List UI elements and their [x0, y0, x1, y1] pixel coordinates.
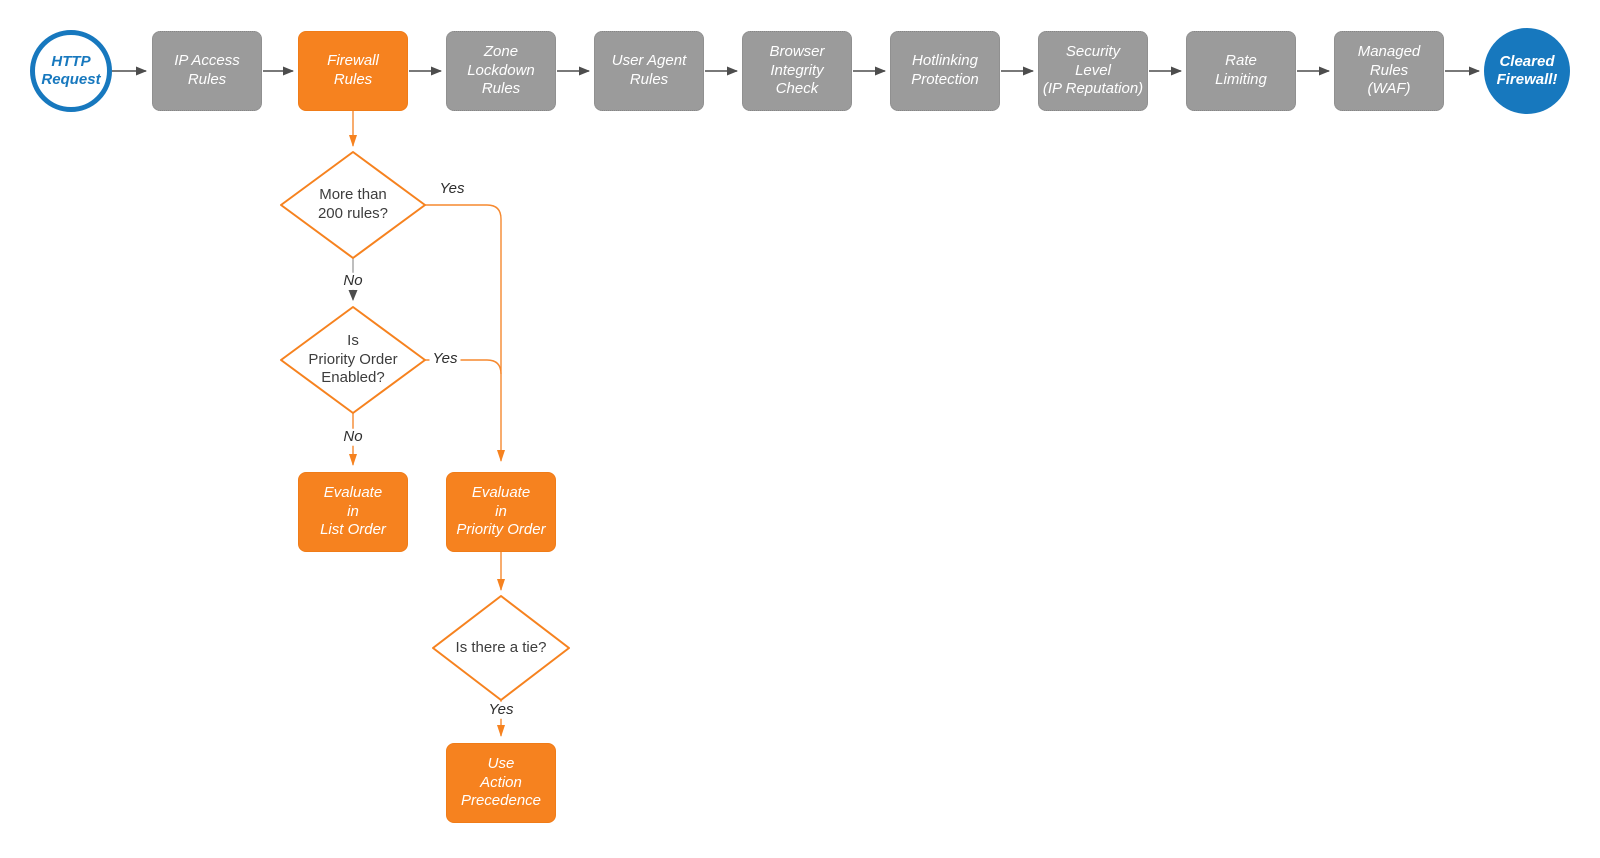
- node-rate-limiting-label: Rate Limiting: [1215, 52, 1267, 88]
- node-browser-integrity-check: Browser Integrity Check: [742, 31, 852, 111]
- edge-label-decision1-yes: Yes: [436, 180, 468, 198]
- edge-decision1-yes-to-priority: [425, 204, 505, 462]
- node-http-request: HTTP Request: [30, 30, 112, 112]
- node-security-level: Security Level (IP Reputation): [1038, 31, 1148, 111]
- node-http-request-label: HTTP Request: [41, 53, 101, 88]
- node-rate-limiting: Rate Limiting: [1186, 31, 1296, 111]
- node-use-action-precedence: Use Action Precedence: [446, 743, 556, 823]
- edge-label-decision3-yes: Yes: [485, 701, 517, 719]
- node-evaluate-priority-order-label: Evaluate in Priority Order: [456, 484, 546, 539]
- node-firewall-rules-label: Firewall Rules: [327, 52, 379, 88]
- decision-diamond-shape: [432, 595, 570, 701]
- decision-diamond-shape: [280, 306, 426, 414]
- node-evaluate-priority-order: Evaluate in Priority Order: [446, 472, 556, 552]
- node-ip-access-rules-label: IP Access Rules: [174, 52, 240, 88]
- edge-label-decision1-no: No: [340, 272, 366, 290]
- node-cleared-firewall-label: Cleared Firewall!: [1496, 53, 1558, 88]
- node-evaluate-list-order: Evaluate in List Order: [298, 472, 408, 552]
- node-user-agent-rules: User Agent Rules: [594, 31, 704, 111]
- node-ip-access-rules: IP Access Rules: [152, 31, 262, 111]
- node-decision-tie: Is there a tie?: [430, 593, 572, 703]
- node-firewall-rules: Firewall Rules: [298, 31, 408, 111]
- node-user-agent-rules-label: User Agent Rules: [611, 52, 687, 88]
- edge-decision2-yes-merge: [425, 359, 502, 375]
- node-security-level-label: Security Level (IP Reputation): [1042, 43, 1144, 98]
- node-decision-more-than-200-label: More than 200 rules?: [317, 186, 389, 222]
- decision-diamond-shape: [280, 151, 426, 259]
- node-hotlinking-protection: Hotlinking Protection: [890, 31, 1000, 111]
- node-zone-lockdown-rules: Zone Lockdown Rules: [446, 31, 556, 111]
- node-zone-lockdown-rules-label: Zone Lockdown Rules: [467, 43, 535, 98]
- node-decision-tie-label: Is there a tie?: [455, 638, 547, 656]
- node-decision-priority-enabled-label: Is Priority Order Enabled?: [308, 331, 398, 387]
- node-evaluate-list-order-label: Evaluate in List Order: [320, 484, 386, 539]
- node-hotlinking-protection-label: Hotlinking Protection: [911, 52, 979, 88]
- node-cleared-firewall: Cleared Firewall!: [1484, 28, 1570, 114]
- node-managed-rules-waf-label: Managed Rules (WAF): [1357, 43, 1421, 98]
- node-use-action-precedence-label: Use Action Precedence: [460, 755, 542, 810]
- node-browser-integrity-check-label: Browser Integrity Check: [769, 43, 825, 98]
- edge-label-decision2-yes: Yes: [429, 350, 461, 368]
- node-decision-priority-enabled: Is Priority Order Enabled?: [278, 304, 428, 416]
- node-decision-more-than-200: More than 200 rules?: [278, 149, 428, 261]
- node-managed-rules-waf: Managed Rules (WAF): [1334, 31, 1444, 111]
- edge-label-decision2-no: No: [340, 428, 366, 446]
